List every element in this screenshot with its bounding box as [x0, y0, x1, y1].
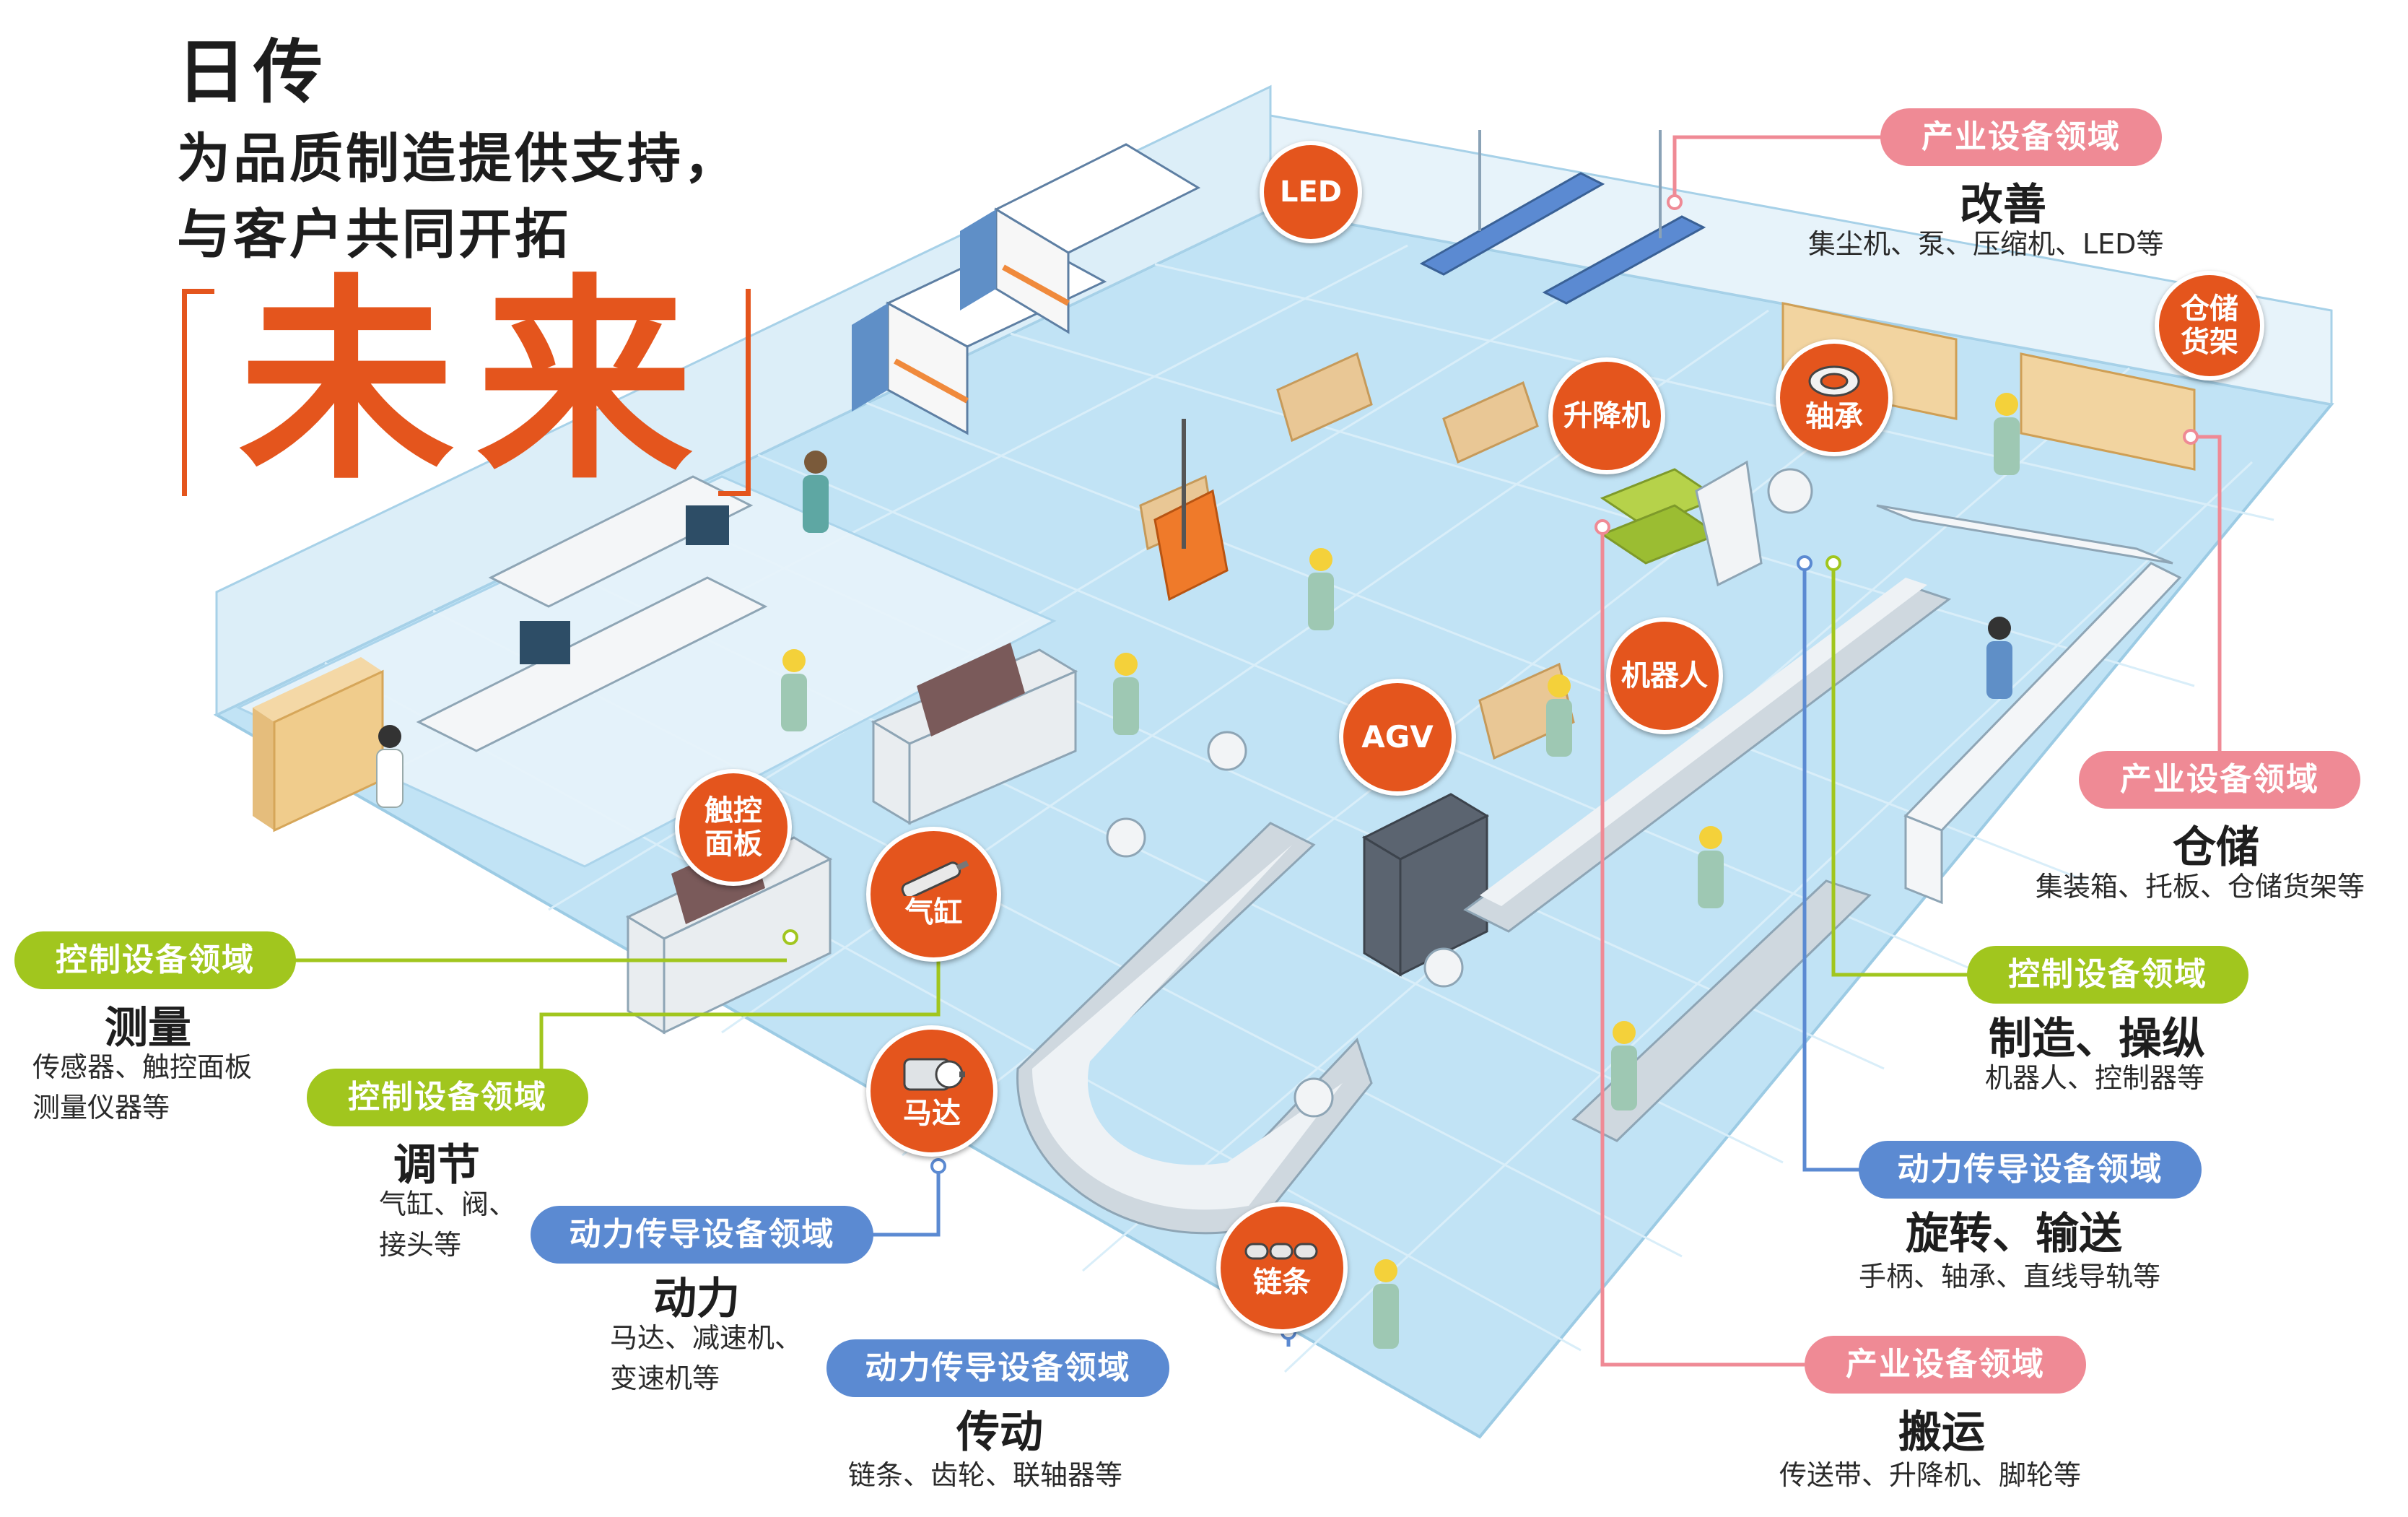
bracket-right [718, 289, 751, 496]
curved-conveyor-top [1032, 845, 1343, 1210]
domain-pill-regulate: 控制设备领域 [307, 1069, 588, 1126]
category-title-storage: 仓储 [2173, 822, 2259, 873]
monitors [520, 505, 729, 664]
led-bubble-label: LED [1279, 175, 1342, 209]
category-items-transport: 传送带、升降机、脚轮等 [1779, 1459, 2082, 1491]
leader-lines [292, 135, 2222, 1367]
long-conveyor [1463, 578, 1952, 1142]
touch-panel-bubble-label: 触控 面板 [704, 794, 762, 861]
touch-panel-bubble: 触控 面板 [675, 769, 792, 886]
motor-icon [903, 1058, 965, 1091]
workers [376, 393, 2020, 1349]
bearing-bubble-label: 轴承 [1805, 400, 1863, 433]
chain-icon [1244, 1243, 1318, 1260]
lift-bubble-label: 升降机 [1563, 399, 1650, 433]
cylinder-bubble: 气缸 [866, 827, 1001, 962]
domain-pill-manufacture: 控制设备领域 [1967, 946, 2248, 1004]
domain-pill-transport: 产业设备领域 [1805, 1336, 2086, 1394]
category-title-power: 动力 [653, 1274, 740, 1324]
tagline-line-2: 与客户共同开拓 [177, 204, 571, 266]
category-items-power: 马达、减速机、 变速机等 [610, 1322, 803, 1394]
rack-bubble: 仓储 货架 [2155, 271, 2264, 381]
category-title-improve: 改善 [1960, 180, 2046, 230]
brand-name: 日传 [177, 32, 330, 113]
motor-bubble-label: 马达 [903, 1097, 961, 1130]
motor-bubble: 马达 [866, 1025, 998, 1157]
domain-pill-improve: 产业设备领域 [1880, 108, 2162, 166]
domain-pill-measure: 控制设备领域 [14, 931, 296, 989]
category-title-transmission: 传动 [956, 1407, 1043, 1458]
chain-bubble: 链条 [1216, 1202, 1348, 1334]
domain-pill-transmission: 动力传导设备领域 [826, 1339, 1169, 1397]
category-items-transmission: 链条、齿轮、联轴器等 [848, 1459, 1123, 1491]
domain-pill-rotation: 动力传导设备领域 [1859, 1141, 2202, 1199]
category-items-manufacture: 机器人、控制器等 [1985, 1062, 2205, 1094]
led-bubble: LED [1260, 141, 1362, 243]
chain-bubble-label: 链条 [1253, 1266, 1311, 1299]
led-lamps [1419, 130, 1706, 305]
category-items-improve: 集尘机、泵、压缩机、LED等 [1808, 228, 2164, 260]
bracket-left [182, 289, 214, 496]
agv-bubble-label: AGV [1361, 718, 1434, 755]
hero-headline: 未来 [238, 256, 715, 508]
agv-bubble: AGV [1339, 679, 1456, 796]
right-workbench [1876, 504, 2182, 905]
cylinder-bubble-label: 气缸 [904, 895, 963, 929]
category-title-transport: 搬运 [1898, 1407, 1985, 1458]
domain-pill-power: 动力传导设备领域 [531, 1206, 873, 1264]
category-items-rotation: 手柄、轴承、直线导轨等 [1859, 1261, 2161, 1292]
forklift [1153, 419, 1229, 601]
trucks [852, 143, 1201, 435]
bearing-bubble: 轴承 [1776, 339, 1893, 456]
robot-bubble: 机器人 [1606, 617, 1723, 734]
category-title-rotation: 旋转、输送 [1906, 1209, 2122, 1259]
category-items-storage: 集装箱、托板、仓储货架等 [2036, 871, 2365, 903]
robot-bubble-label: 机器人 [1621, 659, 1708, 692]
server-cabinets [1361, 793, 1490, 977]
category-title-measure: 测量 [105, 1003, 191, 1053]
category-items-regulate: 气缸、阀、 接头等 [379, 1188, 517, 1261]
tagline-line-1: 为品质制造提供支持， [177, 128, 740, 190]
category-items-measure: 传感器、触控面板 测量仪器等 [32, 1051, 253, 1123]
category-title-manufacture: 制造、操纵 [1989, 1014, 2205, 1064]
cylinder-icon [901, 860, 969, 896]
robot-arms [1106, 460, 1813, 1118]
storage-shelf-left [253, 657, 384, 833]
bearing-icon [1808, 365, 1860, 397]
lift-bubble: 升降机 [1548, 357, 1665, 474]
right-wall [1269, 114, 2333, 406]
rack-bubble-label: 仓储 货架 [2181, 292, 2238, 359]
category-title-regulate: 调节 [393, 1140, 480, 1191]
domain-pill-storage: 产业设备领域 [2079, 751, 2360, 809]
